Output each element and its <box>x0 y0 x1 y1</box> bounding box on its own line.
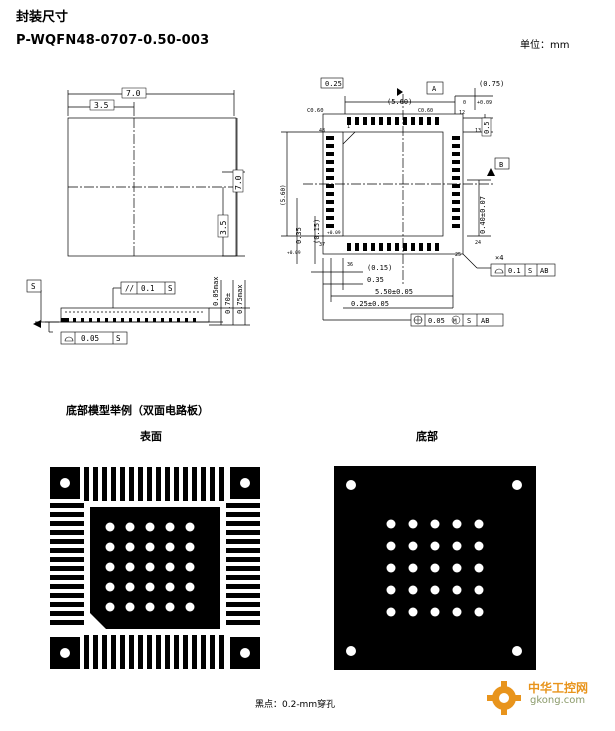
svg-text://: // <box>125 284 134 293</box>
pin-0: 0 <box>463 100 466 106</box>
position-m: M <box>453 318 457 325</box>
pin-12: 12 <box>459 110 465 116</box>
pin-24: 24 <box>475 240 481 246</box>
pin-25: 25 <box>455 252 461 258</box>
unit-label: 单位：mm <box>520 40 570 51</box>
side-view-drawing: S // 0.1 S 0.05 S 0.05max 0.70± 0.75max <box>26 276 250 345</box>
profile-s: S <box>528 267 532 275</box>
bottom-label: 底部 <box>416 430 438 443</box>
position-s: S <box>467 317 471 325</box>
dim-width-total: 7.0 <box>126 89 141 98</box>
datum-a: A <box>432 85 437 93</box>
tol-b: +0.09 <box>287 250 301 256</box>
dim-035-h: 0.35 <box>367 276 384 284</box>
dim-015-v: (0.15) <box>313 219 321 244</box>
dim-075max: 0.75max <box>236 284 244 314</box>
pin-36: 36 <box>347 262 353 268</box>
pcb-surface-illustration <box>48 465 262 671</box>
dim-height-total: 7.0 <box>234 175 243 190</box>
watermark-name: 中华工控网 <box>528 681 589 695</box>
dim-height-half: 3.5 <box>219 220 228 235</box>
dim-015-h: (0.15) <box>367 264 392 272</box>
dim-070: 0.70± <box>224 293 232 314</box>
pin-13: 13 <box>475 128 481 134</box>
pcb-bottom-illustration <box>334 466 536 670</box>
dim-005max: 0.05max <box>212 276 220 306</box>
chamfer-c060-b: C0.60 <box>418 108 433 114</box>
mult-4: ×4 <box>495 254 503 262</box>
pcb-section-title: 底部模型举例（双面电路板） <box>66 404 209 417</box>
parallelism-ref: S <box>168 284 173 293</box>
bottom-view-drawing: 0.25 A (0.75) (5.60) C0.60 C0.60 48 37 3… <box>280 77 556 327</box>
gear-icon <box>487 681 521 715</box>
via-grid-top <box>105 522 195 612</box>
pin-48: 48 <box>319 128 325 134</box>
dim-05: 0.5 <box>483 121 491 134</box>
position-ab: AB <box>481 317 489 325</box>
part-number: P-WQFN48-0707-0.50-003 <box>16 33 210 48</box>
parallelism-value: 0.1 <box>141 284 155 293</box>
top-view-drawing: 7.0 3.5 7.0 3.5 <box>67 87 245 257</box>
via-grid-bottom <box>386 519 484 617</box>
tol-a: +0.09 <box>327 230 341 236</box>
position-value: 0.05 <box>428 317 445 325</box>
exposed-pad <box>90 507 220 629</box>
dim-width-half: 3.5 <box>94 101 109 110</box>
dim-025-h: 0.25±0.05 <box>351 300 389 308</box>
tol-002: +0.09 <box>477 100 492 106</box>
datum-b: B <box>499 161 503 169</box>
dim-075-paren: (0.75) <box>479 80 504 88</box>
profile-value: 0.1 <box>508 267 521 275</box>
flatness-ref: S <box>116 334 121 343</box>
profile-ab: AB <box>540 267 548 275</box>
surface-label: 表面 <box>140 430 162 443</box>
section-title: 封装尺寸 <box>16 10 69 25</box>
watermark-url: gkong.com <box>530 695 586 706</box>
dim-025: 0.25 <box>325 80 342 88</box>
pin-1: 1 <box>347 124 350 130</box>
dim-040: 0.40±0.07 <box>479 196 487 234</box>
chamfer-c060: C0.60 <box>307 108 324 114</box>
dim-560-h: (5.60) <box>387 98 412 106</box>
dim-035-v: 0.35 <box>295 227 303 244</box>
dim-560-v: (5.60) <box>280 184 287 206</box>
via-note: 黑点：0.2-mm穿孔 <box>255 700 336 710</box>
dim-550: 5.50±0.05 <box>375 288 413 296</box>
datum-s: S <box>31 282 36 291</box>
flatness-value: 0.05 <box>81 334 99 343</box>
pin-37: 37 <box>319 242 325 248</box>
